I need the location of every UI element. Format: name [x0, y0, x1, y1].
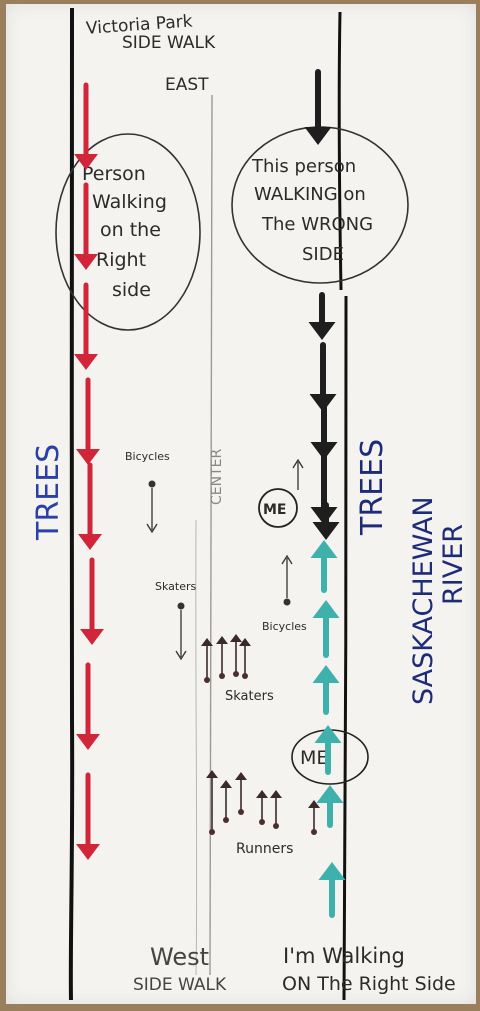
person-dot	[209, 829, 215, 835]
header-subtitle: SIDE WALK	[122, 33, 216, 53]
west-path-edge-line	[68, 7, 75, 1001]
person-dot	[273, 823, 279, 829]
red-down-arrow	[76, 772, 100, 860]
river-label-line1: SASKACHEWAN	[408, 496, 439, 705]
red-down-arrow	[76, 377, 100, 465]
caption-line1: I'm Walking	[283, 944, 405, 968]
teal-up-arrow	[318, 862, 346, 918]
small-up-arrow	[201, 638, 213, 681]
faint-guide-line	[195, 519, 198, 976]
person-dot	[238, 809, 244, 815]
teal-up-arrow	[310, 540, 338, 593]
left-bubble-line: on the	[100, 219, 161, 241]
left-bubble-line: Right	[96, 249, 146, 271]
bicycle-right-arrow	[281, 554, 293, 606]
river-label-line2: RIVER	[438, 524, 469, 605]
center-line	[209, 94, 213, 976]
river-edge-line	[342, 295, 348, 1001]
right-bubble-line: This person	[251, 156, 356, 177]
left-bubble-line: Person	[82, 163, 146, 185]
black-down-arrow	[310, 402, 338, 460]
black-down-arrow	[308, 292, 336, 340]
footer-sidewalk: SIDE WALK	[133, 975, 227, 995]
me-label-lower: ME	[300, 747, 328, 769]
skater-left-arrow	[175, 602, 187, 661]
skater-runner-arrows	[201, 634, 320, 835]
black-walker-arrows	[304, 69, 340, 540]
person-dot	[311, 829, 317, 835]
small-up-arrow	[239, 638, 251, 677]
bicycles-label-right: Bicycles	[262, 620, 307, 633]
skaters-label-center: Skaters	[225, 689, 274, 704]
left-bubble-text: Person Walking on the Right side	[82, 163, 173, 301]
teal-up-arrow	[312, 665, 340, 715]
person-dot	[233, 671, 239, 677]
black-down-arrow	[312, 502, 340, 540]
trees-left-label: TREES	[31, 444, 66, 541]
small-up-arrow	[230, 634, 242, 675]
person-dot	[242, 673, 248, 679]
person-dot	[204, 677, 210, 683]
teal-up-arrow	[312, 600, 340, 658]
east-upper-edge-line	[337, 11, 343, 291]
red-down-arrow	[80, 557, 104, 645]
small-up-arrow	[206, 770, 218, 833]
left-bubble-line: Walking	[92, 191, 167, 213]
right-bubble-text: This person WALKING on The WRONG SIDE	[251, 156, 379, 265]
small-up-arrow	[216, 636, 228, 677]
teal-up-arrow	[314, 725, 342, 775]
red-walker-arrows	[74, 82, 104, 860]
red-down-arrow	[78, 462, 102, 550]
left-bubble-circle	[55, 133, 201, 331]
trees-right-label: TREES	[355, 439, 390, 536]
footer-west: West	[150, 943, 209, 971]
black-down-arrow	[309, 342, 337, 412]
right-bubble-line: SIDE	[302, 244, 344, 265]
red-down-arrow	[76, 662, 100, 750]
small-up-arrow	[220, 780, 232, 821]
teal-up-arrow	[316, 785, 344, 828]
person-dot	[219, 673, 225, 679]
right-bubble-line: WALKING on	[254, 184, 366, 205]
bicycles-label-left: Bicycles	[125, 450, 170, 463]
right-bubble-line: The WRONG	[261, 214, 373, 235]
red-down-arrow	[74, 182, 98, 270]
center-label: CENTER	[209, 449, 225, 505]
caption-line2: ON The Right Side	[282, 973, 456, 995]
bicycle-left-arrow	[146, 480, 158, 534]
small-up-arrow	[256, 790, 268, 823]
skaters-label-left: Skaters	[155, 580, 197, 593]
me-label-upper: ME	[263, 502, 287, 518]
me-circle-upper	[258, 488, 298, 528]
left-bubble-line: side	[112, 279, 151, 301]
runners-label: Runners	[236, 841, 293, 857]
small-up-arrow	[308, 800, 320, 833]
bicycle-upper-arrow	[292, 458, 304, 490]
small-up-arrow	[235, 772, 247, 813]
teal-me-arrows	[310, 540, 346, 918]
small-up-arrow	[270, 790, 282, 827]
person-dot	[223, 817, 229, 823]
person-dot	[259, 819, 265, 825]
black-down-arrow	[304, 69, 332, 145]
red-down-arrow	[74, 282, 98, 370]
red-down-arrow	[74, 82, 98, 170]
direction-east: EAST	[165, 75, 209, 95]
